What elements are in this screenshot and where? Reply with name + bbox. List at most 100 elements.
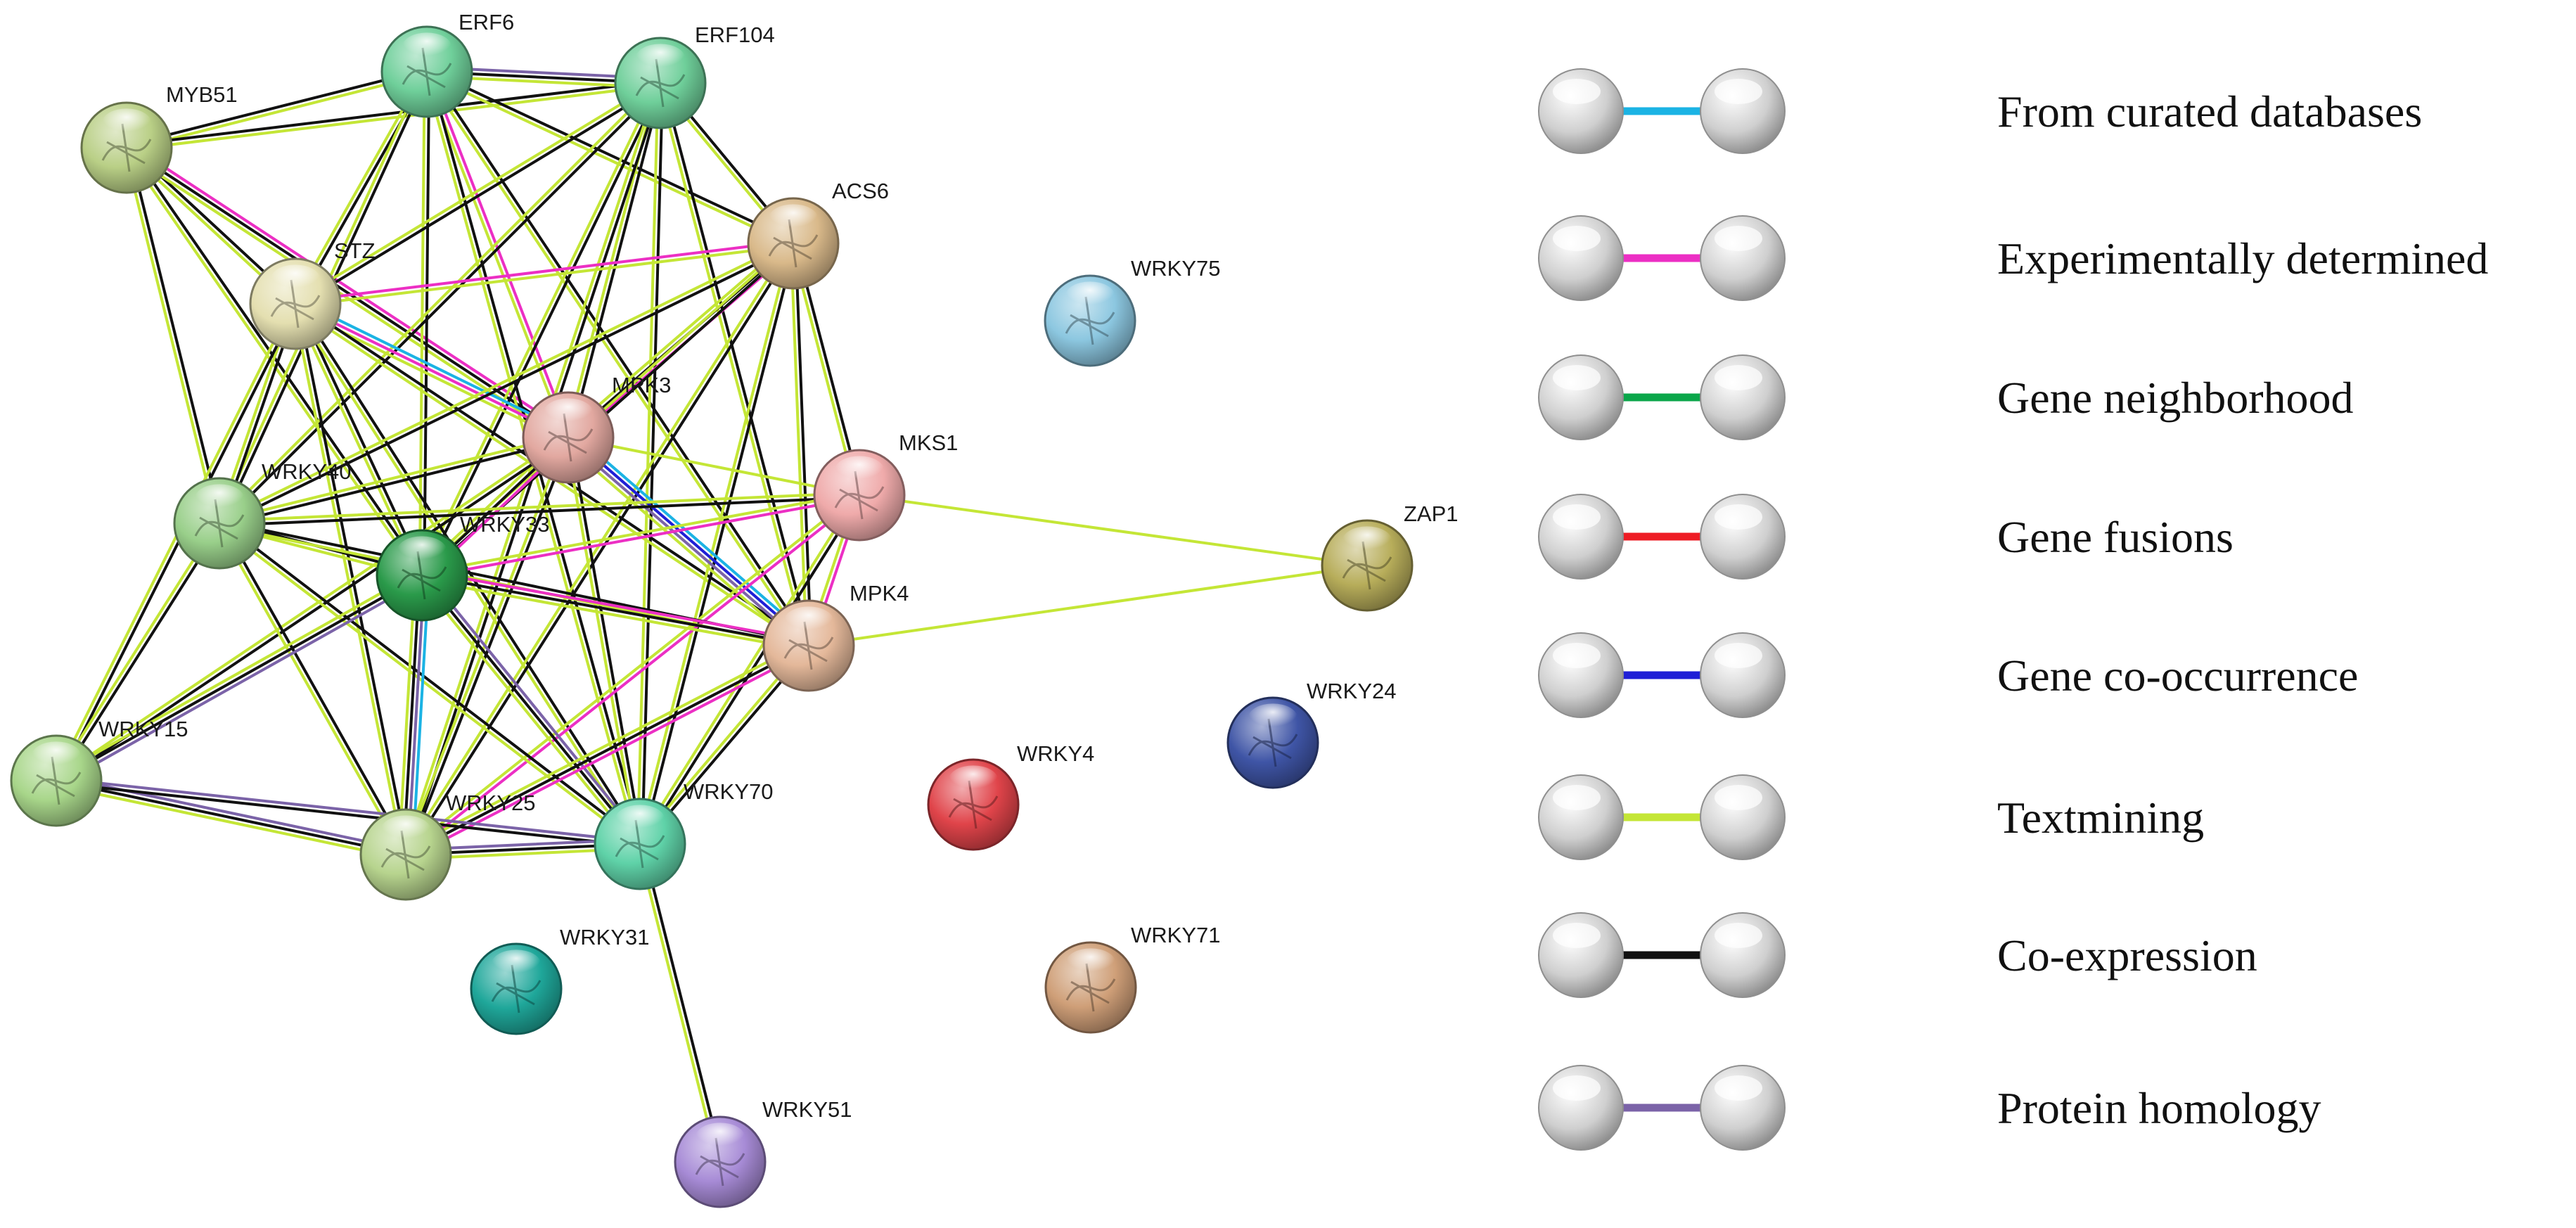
edge-evidence-experimental bbox=[293, 239, 795, 303]
edge-evidence-textmining bbox=[418, 80, 660, 576]
edge-evidence-coexpression bbox=[55, 779, 407, 856]
edge-evidence-textmining bbox=[216, 79, 660, 523]
node-wrky4[interactable]: WRKY4 bbox=[927, 741, 1094, 851]
edge-wrky40-wrky15 bbox=[53, 520, 223, 784]
node-zap1[interactable]: ZAP1 bbox=[1321, 501, 1459, 612]
legend-node-highlight bbox=[1715, 923, 1762, 948]
edge-evidence-coexpression bbox=[219, 520, 643, 844]
node-label: MPK4 bbox=[850, 581, 909, 606]
edge-mpk4-zap1 bbox=[807, 564, 1369, 647]
node-label: MKS1 bbox=[899, 430, 958, 455]
edge-evidence-homology bbox=[55, 776, 642, 843]
edge-evidence-textmining bbox=[402, 241, 793, 855]
node-wrky40[interactable]: WRKY40 bbox=[173, 459, 351, 570]
edge-evidence-experimental bbox=[406, 495, 863, 858]
edge-evidence-homology bbox=[565, 437, 809, 649]
legend-node-highlight bbox=[1553, 79, 1601, 104]
edge-evidence-coexpression bbox=[295, 301, 425, 576]
edge-evidence-textmining bbox=[292, 303, 422, 578]
node-label: MYB51 bbox=[166, 82, 238, 107]
node-mpk4[interactable]: MPK4 bbox=[762, 581, 909, 692]
node-wrky31[interactable]: WRKY31 bbox=[470, 925, 649, 1035]
legend-item-textmining: Textmining bbox=[1538, 774, 2204, 860]
node-wrky71[interactable]: WRKY71 bbox=[1044, 923, 1220, 1034]
node-erf6[interactable]: ERF6 bbox=[380, 10, 514, 118]
edge-evidence-curated bbox=[411, 574, 430, 857]
node-wrky15[interactable]: WRKY15 bbox=[10, 717, 188, 827]
node-highlight bbox=[270, 264, 321, 294]
edge-mks1-zap1 bbox=[858, 494, 1369, 567]
edge-evidence-textmining bbox=[397, 573, 417, 856]
node-highlight bbox=[948, 765, 999, 795]
edge-evidence-coexpression bbox=[402, 573, 421, 856]
node-wrky75[interactable]: WRKY75 bbox=[1044, 256, 1220, 367]
edge-evidence-textmining bbox=[52, 570, 421, 779]
edge-evidence-coexpression bbox=[641, 842, 724, 1163]
legend-item-coexpression: Co-expression bbox=[1538, 912, 2257, 998]
node-label: WRKY75 bbox=[1131, 256, 1220, 281]
legend-item-curated: From curated databases bbox=[1538, 68, 2422, 154]
edge-evidence-homology bbox=[406, 574, 426, 857]
node-label: ERF104 bbox=[695, 23, 775, 47]
node-highlight bbox=[695, 1123, 745, 1152]
node-erf104[interactable]: ERF104 bbox=[614, 23, 775, 129]
edge-evidence-textmining bbox=[53, 520, 219, 781]
node-mpk3[interactable]: MPK3 bbox=[522, 373, 671, 484]
node-stz[interactable]: STZ bbox=[249, 238, 376, 350]
node-wrky33[interactable]: WRKY33 bbox=[376, 512, 549, 622]
legend-node-highlight bbox=[1715, 226, 1762, 251]
edge-evidence-textmining bbox=[217, 433, 570, 523]
node-label: ACS6 bbox=[832, 179, 889, 203]
legend-label: Textmining bbox=[1997, 793, 2204, 843]
legend-node-highlight bbox=[1715, 1075, 1762, 1101]
node-label: ERF6 bbox=[459, 10, 514, 34]
edge-evidence-coexpression bbox=[641, 242, 797, 846]
node-label: WRKY71 bbox=[1131, 923, 1220, 947]
edge-erf104-wrky33 bbox=[418, 80, 664, 578]
edge-evidence-coexpression bbox=[219, 520, 409, 855]
edge-evidence-textmining bbox=[419, 578, 809, 652]
legend-label: Experimentally determined bbox=[1997, 234, 2488, 283]
edge-evidence-textmining bbox=[423, 71, 809, 648]
node-wrky51[interactable]: WRKY51 bbox=[674, 1097, 852, 1208]
node-label: WRKY25 bbox=[446, 791, 535, 815]
node-wrky70[interactable]: WRKY70 bbox=[594, 779, 773, 890]
edge-evidence-textmining bbox=[402, 640, 809, 852]
edge-erf6-acs6 bbox=[424, 68, 796, 247]
edge-evidence-textmining bbox=[217, 240, 794, 523]
legend-node-highlight bbox=[1553, 365, 1601, 390]
edge-evidence-textmining bbox=[562, 441, 806, 653]
edge-evidence-coexpression bbox=[125, 146, 570, 439]
edge-erf104-stz bbox=[293, 79, 663, 307]
node-mks1[interactable]: MKS1 bbox=[813, 430, 958, 542]
edge-evidence-curated bbox=[571, 430, 815, 642]
edge-erf6-mpk4 bbox=[423, 69, 812, 648]
node-wrky24[interactable]: WRKY24 bbox=[1226, 679, 1396, 789]
node-acs6[interactable]: ACS6 bbox=[747, 179, 889, 290]
node-highlight bbox=[543, 398, 594, 428]
edge-evidence-coexpression bbox=[127, 146, 224, 525]
edge-acs6-wrky25 bbox=[402, 241, 797, 857]
node-label: WRKY70 bbox=[684, 779, 773, 804]
edge-evidence-textmining bbox=[636, 241, 793, 845]
edge-evidence-textmining bbox=[858, 494, 1369, 567]
node-label: STZ bbox=[334, 238, 376, 263]
node-highlight bbox=[397, 536, 447, 565]
edge-evidence-textmining bbox=[122, 146, 219, 525]
node-myb51[interactable]: MYB51 bbox=[80, 82, 238, 194]
legend-item-experimental: Experimentally determined bbox=[1538, 215, 2488, 301]
edge-wrky40-wrky25 bbox=[216, 520, 409, 857]
legend-node-highlight bbox=[1715, 365, 1762, 390]
edge-evidence-homology bbox=[56, 774, 409, 852]
edge-acs6-wrky70 bbox=[636, 241, 797, 846]
edge-mpk3-mks1 bbox=[567, 436, 861, 497]
edge-evidence-textmining bbox=[125, 72, 429, 152]
legend-label: Gene neighborhood bbox=[1997, 373, 2354, 423]
edge-evidence-textmining bbox=[420, 491, 861, 575]
legend-label: Gene fusions bbox=[1997, 512, 2234, 562]
node-wrky25[interactable]: WRKY25 bbox=[359, 791, 535, 901]
legend-node-highlight bbox=[1553, 1075, 1601, 1101]
legend-node-highlight bbox=[1553, 643, 1601, 668]
edge-evidence-coexpression bbox=[124, 79, 662, 147]
legend-label: Co-expression bbox=[1997, 930, 2257, 980]
